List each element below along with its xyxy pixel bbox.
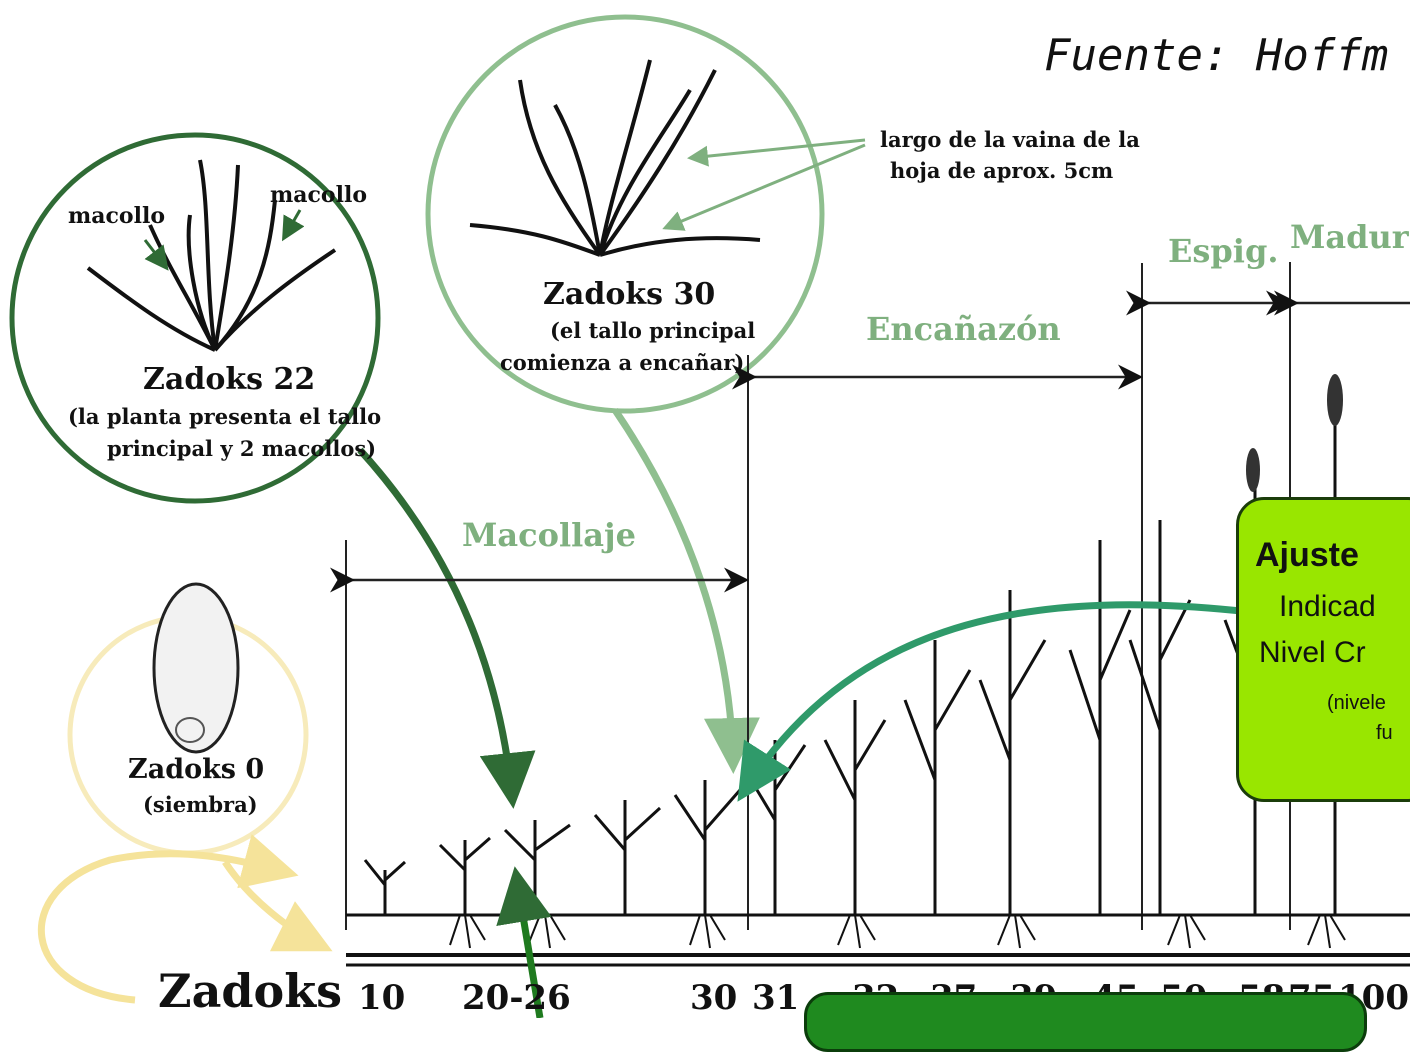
scale-tick: 30	[690, 978, 737, 1018]
stage-encanazon-label: Encañazón	[866, 310, 1061, 348]
stage-espig-label: Espig.	[1168, 232, 1278, 270]
callout-title: Ajuste	[1255, 536, 1359, 575]
zadoks30-caption-line1: (el tallo principal	[550, 318, 755, 343]
zadoks22-caption-line1: (la planta presenta el tallo	[68, 404, 381, 429]
scale-tick: 10	[358, 978, 405, 1018]
zadoks30-caption-line2: comienza a encañar)	[500, 350, 744, 375]
zadoks0-title: Zadoks 0	[128, 754, 264, 785]
zadoks22-tiller-left-label: macollo	[68, 203, 165, 229]
zadoks0-caption: (siembra)	[143, 792, 258, 817]
zadoks-scale-label: Zadoks	[158, 964, 342, 1018]
zadoks30-title: Zadoks 30	[543, 277, 715, 312]
callout-line3: (nivele	[1327, 692, 1386, 715]
sheath-note-line2: hoja de aprox. 5cm	[890, 158, 1113, 183]
zadoks22-connector-arrow	[360, 450, 512, 795]
zadoks30-plant-icon	[470, 60, 760, 255]
stage-madur-label: Madur	[1290, 218, 1409, 256]
source-label: Fuente: Hoffm	[1044, 30, 1388, 81]
zadoks-diagram	[0, 0, 1410, 1018]
scale-tick: 20-26	[462, 978, 571, 1018]
plant-growth-row	[365, 400, 1335, 915]
scale-tick: 31	[752, 978, 799, 1018]
callout-line4: fu	[1376, 722, 1393, 745]
bottom-dark-callout-box	[804, 992, 1367, 1052]
seed-down-arrow	[225, 862, 320, 945]
zadoks22-title: Zadoks 22	[143, 362, 315, 397]
stage-macollaje-label: Macollaje	[462, 516, 636, 554]
seed-illustration	[154, 584, 238, 752]
zadoks30-connector-arrow	[615, 410, 733, 760]
zadoks22-caption-line2: principal y 2 macollos)	[107, 436, 376, 461]
zadoks22-tiller-right-label: macollo	[270, 182, 367, 208]
callout-line1: Indicad	[1279, 590, 1376, 624]
adjustment-callout-box: Ajuste Indicad Nivel Cr (nivele fu	[1236, 497, 1410, 802]
callout-line2: Nivel Cr	[1259, 636, 1366, 670]
sheath-note-line1: largo de la vaina de la	[880, 127, 1140, 152]
